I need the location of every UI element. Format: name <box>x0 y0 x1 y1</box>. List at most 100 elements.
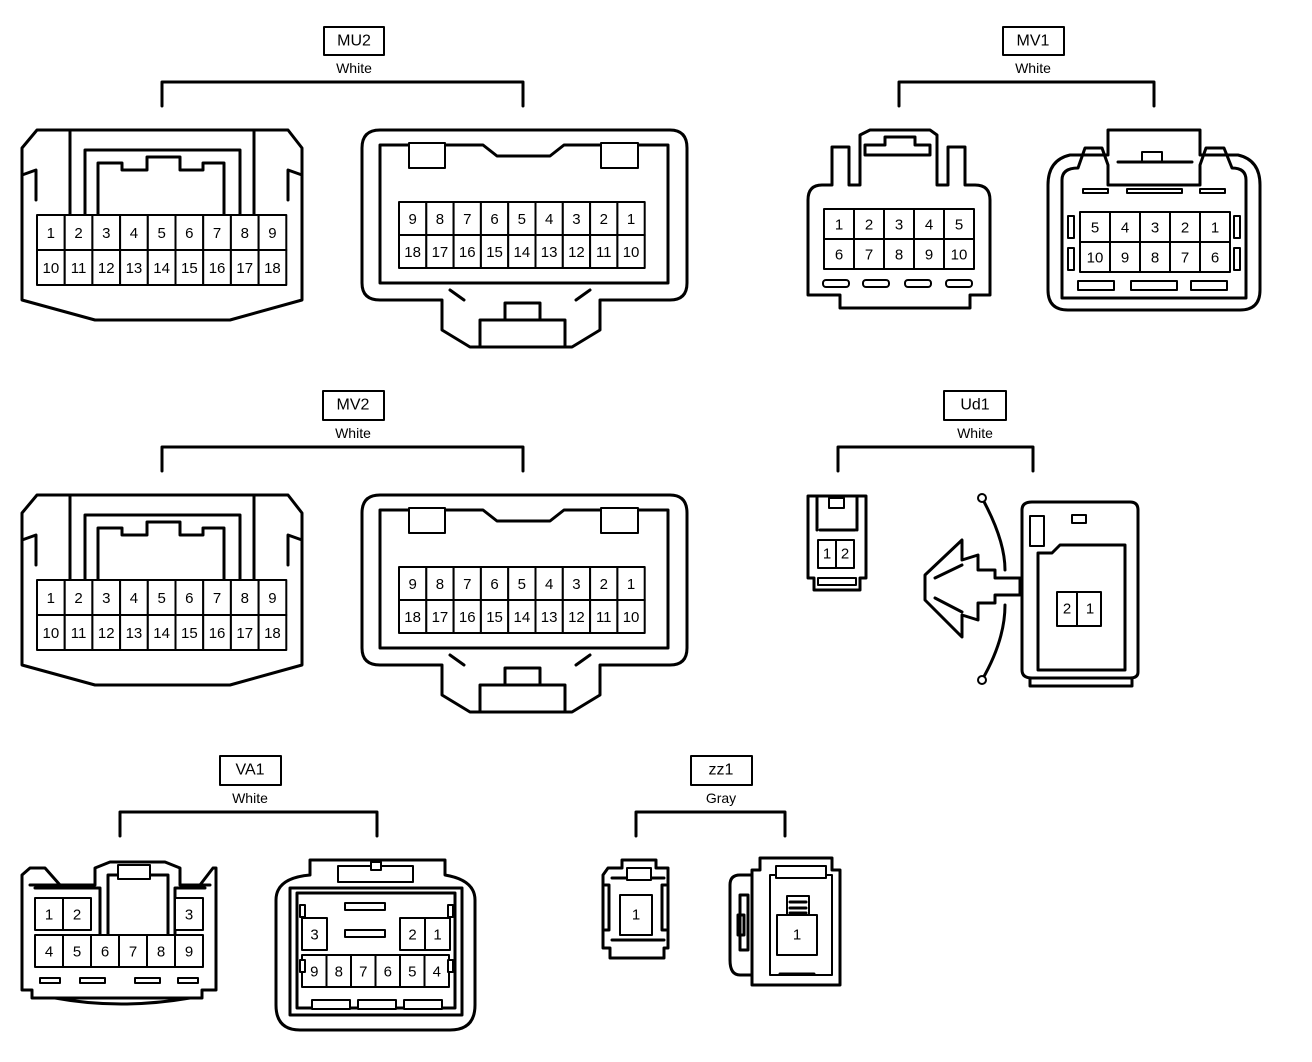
va1-male-pin: 3 <box>185 907 193 924</box>
zz1-female-pin: 1 <box>793 927 801 944</box>
va1-female-pin: 8 <box>335 964 343 981</box>
mv2-male-pin: 4 <box>130 590 138 607</box>
mv2-female-pin: 3 <box>572 576 580 593</box>
connector-zz1-name: zz1 <box>709 762 734 779</box>
mu2-male-pin: 1 <box>47 225 55 242</box>
mu2-male-pin: 9 <box>268 225 276 242</box>
connector-zz1-color: Gray <box>706 790 736 806</box>
mv1-female-pin-cell <box>1079 241 1111 273</box>
mv1-male-pin: 8 <box>895 247 903 264</box>
mv1-male-pin-cell <box>883 238 915 270</box>
mv1-female-pin: 4 <box>1121 220 1129 237</box>
mv2-female-pin: 12 <box>568 609 585 626</box>
ud1-male-pin: 2 <box>841 546 849 563</box>
va1-male-pin: 8 <box>157 944 165 961</box>
mu2-male-pin: 3 <box>102 225 110 242</box>
va1-male-pin: 7 <box>129 944 137 961</box>
mv1-female-pin-cell <box>1199 211 1231 243</box>
ud1-female-pin: 1 <box>1086 601 1094 618</box>
mv1-female-pin: 7 <box>1181 250 1189 267</box>
connector-va1-color: White <box>232 790 268 806</box>
connector-mu2-name: MU2 <box>337 33 371 50</box>
mv2-female-pin: 17 <box>432 609 449 626</box>
va1-female-pin: 6 <box>384 964 392 981</box>
mu2-female-pin-cell <box>534 234 564 269</box>
connector-va1-name: VA1 <box>235 762 264 779</box>
connector-zz1-name-box <box>690 755 753 786</box>
mv2-male-pin: 7 <box>213 590 221 607</box>
ud1-female-pin: 2 <box>1063 601 1071 618</box>
va1-female-pin-cell <box>424 917 451 951</box>
mv1-female-pin: 8 <box>1151 250 1159 267</box>
mv2-male-pin: 10 <box>43 625 60 642</box>
mv2-male-pin-cell <box>174 614 205 651</box>
connector-zz1-female-housing: 1 <box>728 856 842 987</box>
va1-male-pin: 9 <box>185 944 193 961</box>
mu2-male-pin: 18 <box>264 260 281 277</box>
mu2-female-pin: 6 <box>490 211 498 228</box>
mv1-female-pin: 10 <box>1087 250 1104 267</box>
mv2-female-pin-cell <box>616 566 646 601</box>
mv2-male-pin: 11 <box>71 625 87 642</box>
mv1-female-pin-cell <box>1199 241 1231 273</box>
mu2-male-pin: 5 <box>157 225 165 242</box>
va1-female-pin: 1 <box>433 927 441 944</box>
mv2-female-pin: 8 <box>436 576 444 593</box>
va1-male-pin: 4 <box>45 944 53 961</box>
va1-female-pin: 2 <box>408 927 416 944</box>
zz1-male-pin-cell <box>619 894 653 936</box>
va1-female-pin-cell <box>423 954 450 988</box>
mu2-female-pin-cell <box>616 234 646 269</box>
mv1-female-pin: 6 <box>1211 250 1219 267</box>
mu2-male-pin: 16 <box>209 260 226 277</box>
mu2-female-pin-cell <box>452 234 482 269</box>
mv2-female-pin-cell <box>452 599 482 634</box>
va1-male-pin-cell <box>62 934 92 968</box>
mv1-female-pin-cell <box>1139 211 1171 243</box>
va1-male-pin: 5 <box>73 944 81 961</box>
mv2-female-pin: 10 <box>623 609 640 626</box>
mv2-female-pin: 4 <box>545 576 553 593</box>
mu2-female-pin: 9 <box>408 211 416 228</box>
mv1-male-pin: 3 <box>895 217 903 234</box>
va1-female-pin-cell <box>325 954 352 988</box>
mv2-male-pin: 18 <box>264 625 281 642</box>
mv1-male-pin-cell <box>943 208 975 240</box>
connector-mu2-bracket <box>160 80 525 108</box>
mv1-female-pin: 1 <box>1211 220 1219 237</box>
mv1-male-pin: 5 <box>955 217 963 234</box>
mv2-female-pin: 7 <box>463 576 471 593</box>
mv2-female-pin: 5 <box>518 576 526 593</box>
mu2-male-pin: 17 <box>236 260 253 277</box>
mv2-male-pin: 17 <box>236 625 253 642</box>
mv2-male-pin-cell <box>36 614 66 651</box>
mv1-male-pin: 4 <box>925 217 933 234</box>
mv2-female-pin-cell <box>452 566 482 601</box>
mu2-female-pin-cell <box>589 201 619 236</box>
va1-male-pin-cell <box>174 934 204 968</box>
connector-ud1-male-housing: 1 2 <box>806 494 868 592</box>
zz1-male-pin: 1 <box>632 907 640 924</box>
mv2-female-pin: 6 <box>490 576 498 593</box>
mv2-male-pin-cell <box>91 579 122 616</box>
ud1-female-pin-cell <box>1076 591 1102 627</box>
mv1-male-pin-cell <box>853 238 885 270</box>
mv2-male-pin: 1 <box>47 590 55 607</box>
mu2-male-pin-cell <box>202 214 232 251</box>
mv2-female-pin-cell <box>616 599 646 634</box>
connector-mv2-bracket <box>160 445 525 473</box>
mv2-male-pin: 15 <box>181 625 198 642</box>
mv2-female-pin: 11 <box>596 609 612 626</box>
va1-male-pin: 6 <box>101 944 109 961</box>
va1-female-pin: 5 <box>408 964 416 981</box>
connector-zz1-bracket <box>634 810 787 838</box>
mu2-male-pin: 7 <box>213 225 221 242</box>
mv2-female-pin: 1 <box>627 576 635 593</box>
